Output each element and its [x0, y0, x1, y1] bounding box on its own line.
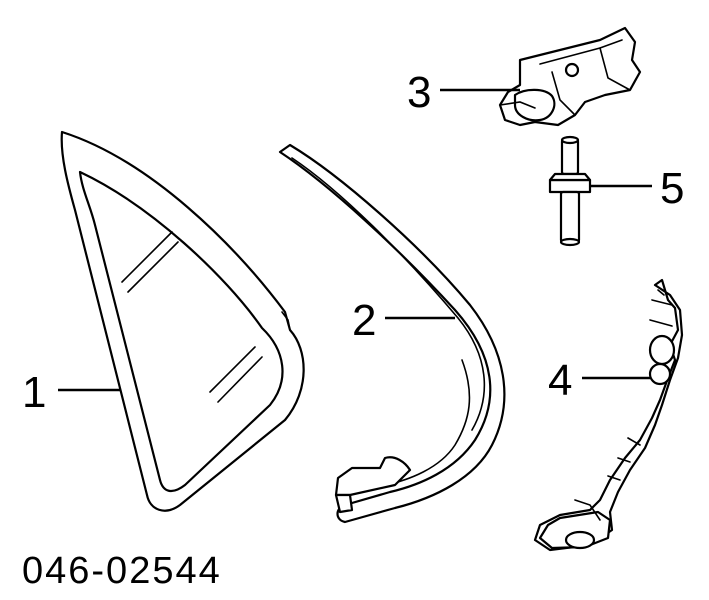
callout-4: 4 [548, 356, 572, 405]
mounting-bracket[interactable] [498, 26, 642, 127]
part-number: 046-02544 [22, 550, 222, 592]
callout-1: 1 [22, 368, 46, 417]
window-weatherstrip[interactable] [278, 143, 506, 524]
quarter-window-glass[interactable] [60, 130, 305, 512]
callout-2: 2 [352, 296, 376, 345]
callout-5: 5 [660, 164, 684, 213]
stud-bolt[interactable] [548, 135, 592, 247]
pivot-strap[interactable] [533, 278, 684, 552]
callout-3: 3 [407, 68, 431, 117]
